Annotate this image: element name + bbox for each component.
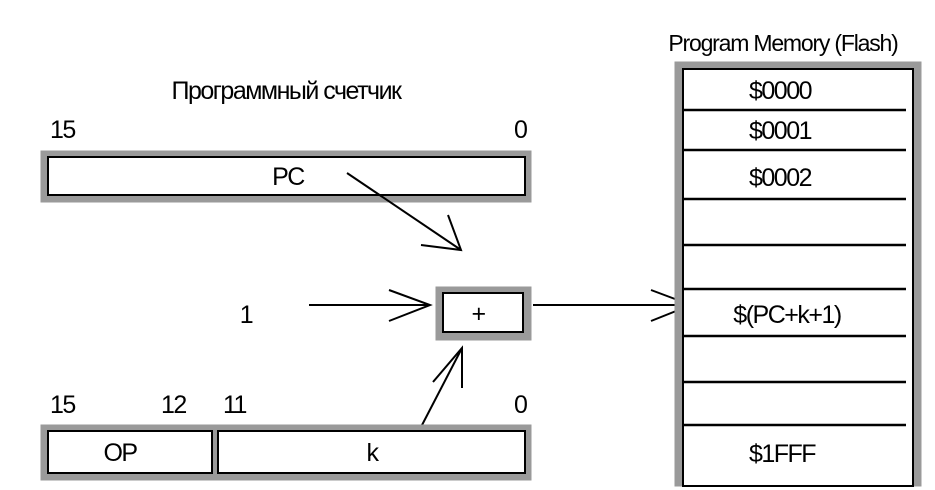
memory-row-target: $(PC+k+1) xyxy=(733,301,841,329)
instruction-word xyxy=(40,424,532,481)
offset-to-adder-arrow xyxy=(420,345,463,428)
pc-to-adder-arrow xyxy=(346,172,463,252)
memory-row: $0002 xyxy=(749,164,812,192)
memory-row: $0000 xyxy=(749,77,812,105)
one-to-adder-arrow xyxy=(309,289,433,322)
instr-bit-0: 0 xyxy=(514,391,527,419)
memory-row-last: $1FFF xyxy=(749,440,816,468)
pc-register-title: Программный счетчик xyxy=(172,77,404,105)
pc-bit-low: 0 xyxy=(514,116,527,144)
instr-bit-12: 12 xyxy=(161,391,186,419)
increment-constant: 1 xyxy=(240,301,253,329)
adder-to-memory-arrow xyxy=(533,289,694,322)
pc-bit-high: 15 xyxy=(50,116,75,144)
offset-field: k xyxy=(367,439,380,467)
pc-register-label: PC xyxy=(272,163,305,191)
memory-row: $0001 xyxy=(749,117,812,145)
instr-bit-11: 11 xyxy=(223,391,247,419)
program-memory xyxy=(674,61,922,487)
opcode-field: OP xyxy=(103,439,137,467)
adder-operator: + xyxy=(471,300,485,328)
memory-title: Program Memory (Flash) xyxy=(668,30,898,56)
instr-bit-15: 15 xyxy=(50,391,75,419)
pc-register xyxy=(40,150,532,203)
adder-box xyxy=(435,286,532,341)
